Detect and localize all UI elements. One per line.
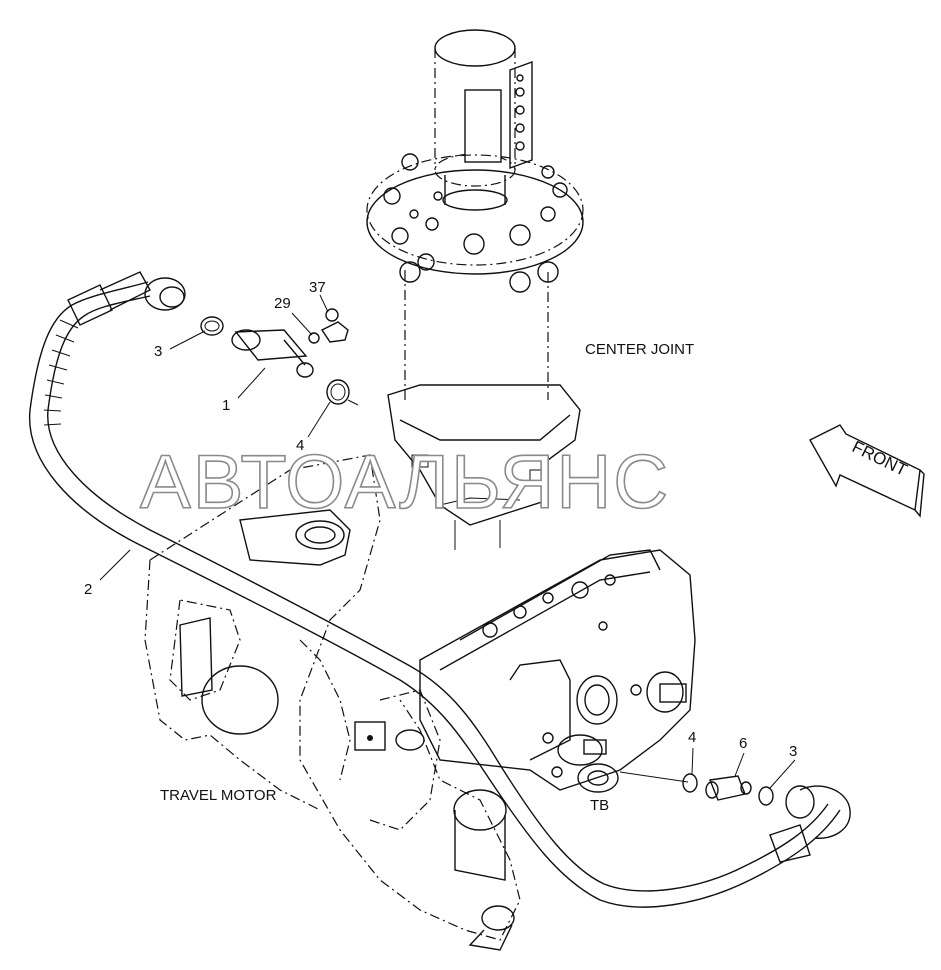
callout-2: 2: [84, 581, 92, 598]
callout-4-top: 4: [296, 437, 304, 454]
callout-4-bottom: 4: [688, 729, 696, 746]
oring-3-top: [200, 316, 224, 336]
travel-motor-label: TRAVEL MOTOR: [160, 787, 277, 804]
pipe-assembly: [28, 271, 851, 951]
tb-label: TB: [590, 797, 609, 814]
callout-3-bottom: 3: [789, 743, 797, 760]
watermark: АВТОАЛЬЯНС: [140, 440, 670, 525]
center-joint-label: CENTER JOINT: [585, 341, 694, 358]
travel-motor: [144, 454, 521, 941]
center-joint: [366, 29, 584, 550]
front-label: FRONT: [849, 437, 910, 480]
callout-1: 1: [222, 397, 230, 414]
callout-29: 29: [274, 295, 291, 312]
callout-6: 6: [739, 735, 747, 752]
valve-block: [419, 549, 696, 793]
callout-3-top: 3: [154, 343, 162, 360]
adapter-6: [705, 775, 752, 801]
oring-3-bottom: [758, 786, 774, 806]
leader-lines: [99, 294, 796, 789]
oring-4-bottom: [682, 773, 698, 793]
oring-29: [308, 332, 320, 344]
callout-37: 37: [309, 279, 326, 296]
sensor-1: [231, 329, 314, 378]
oring-4-top: [326, 379, 350, 405]
front-arrow: FRONT: [809, 424, 925, 518]
elbow-37: [320, 308, 349, 343]
